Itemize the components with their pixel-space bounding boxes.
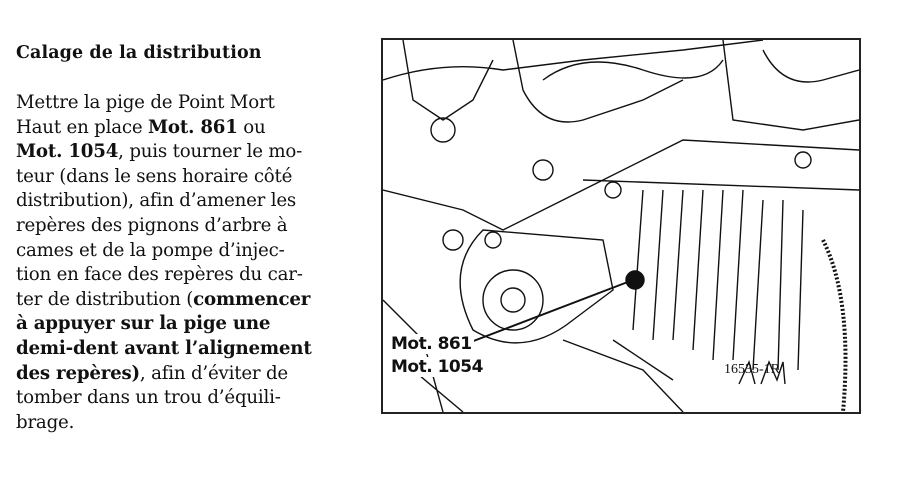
figure-reference-number: 16535-1R [724, 362, 780, 377]
bold-text: Mot. 861 [148, 116, 238, 138]
text: , puis tourner le mo- [118, 141, 303, 163]
paragraph-line: à appuyer sur la pige une [16, 312, 312, 337]
text: teur (dans le sens horaire côté [16, 165, 293, 187]
bold-text: demi-dent avant l’alignement [16, 337, 312, 359]
paragraph-line: tion en face des repères du car- [16, 263, 312, 288]
text: ou [237, 116, 266, 138]
paragraph-line: Mot. 1054, puis tourner le mo- [16, 140, 312, 165]
text: , afin d’éviter de [139, 362, 288, 384]
text: tion en face des repères du car- [16, 264, 303, 286]
paragraph-line: repères des pignons d’arbre à [16, 214, 312, 239]
paragraph-line: distribution), afin d’amener les [16, 189, 312, 214]
text: ter de distribution ( [16, 288, 194, 310]
text: tomber dans un trou d’équili- [16, 387, 281, 409]
text: repères des pignons d’arbre à [16, 214, 288, 236]
paragraph-line: demi-dent avant l’alignement [16, 337, 312, 362]
tool-label-mot-861: Mot. 861 [389, 334, 474, 354]
paragraph-line: brage. [16, 411, 312, 436]
text: distribution), afin d’amener les [16, 190, 297, 212]
bold-text: Mot. 1054 [16, 141, 119, 163]
text: Mettre la pige de Point Mort [16, 92, 275, 113]
text: Haut en place [16, 116, 148, 138]
engine-line-drawing [383, 40, 859, 412]
bold-text: commencer [193, 288, 311, 310]
bold-text: à appuyer sur la pige une [16, 313, 271, 335]
paragraph-line: tomber dans un trou d’équili- [16, 386, 312, 411]
paragraph-line: des repères), afin d’éviter de [16, 362, 312, 387]
tool-label-mot-1054: Mot. 1054 [389, 357, 485, 377]
paragraph-line: cames et de la pompe d’injec- [16, 239, 312, 264]
text: brage. [16, 411, 75, 433]
section-heading: Calage de la distribution [16, 43, 262, 63]
paragraph-line: Haut en place Mot. 861 ou [16, 116, 312, 141]
bold-text: des repères) [16, 362, 140, 384]
paragraph-line: teur (dans le sens horaire côté [16, 165, 312, 190]
paragraph-line: Mettre la pige de Point Mort [16, 91, 312, 116]
text: cames et de la pompe d’injec- [16, 239, 285, 261]
engine-timing-illustration: Mot. 861 Mot. 1054 16535-1R [381, 38, 861, 414]
paragraph-line: ter de distribution (commencer [16, 288, 312, 313]
